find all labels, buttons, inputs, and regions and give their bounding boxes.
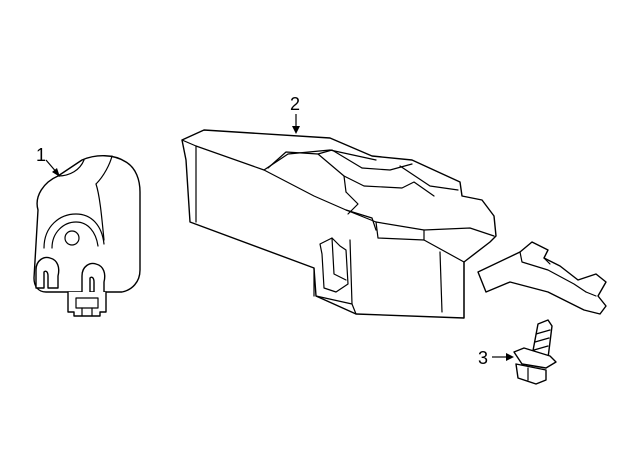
callout-number-2: 2 [290, 94, 300, 114]
arrow-icon [506, 353, 514, 361]
callout-2: 2 [290, 94, 300, 134]
callout-1: 1 [36, 145, 60, 177]
callout-3: 3 [478, 348, 514, 368]
part-3-bolt[interactable] [513, 319, 557, 385]
arrow-icon [292, 126, 300, 134]
callout-number-1: 1 [36, 145, 46, 165]
arrow-icon [52, 168, 60, 177]
callout-number-3: 3 [478, 348, 488, 368]
part-2-control-module[interactable] [181, 129, 607, 319]
part-1-relay[interactable] [33, 155, 141, 317]
